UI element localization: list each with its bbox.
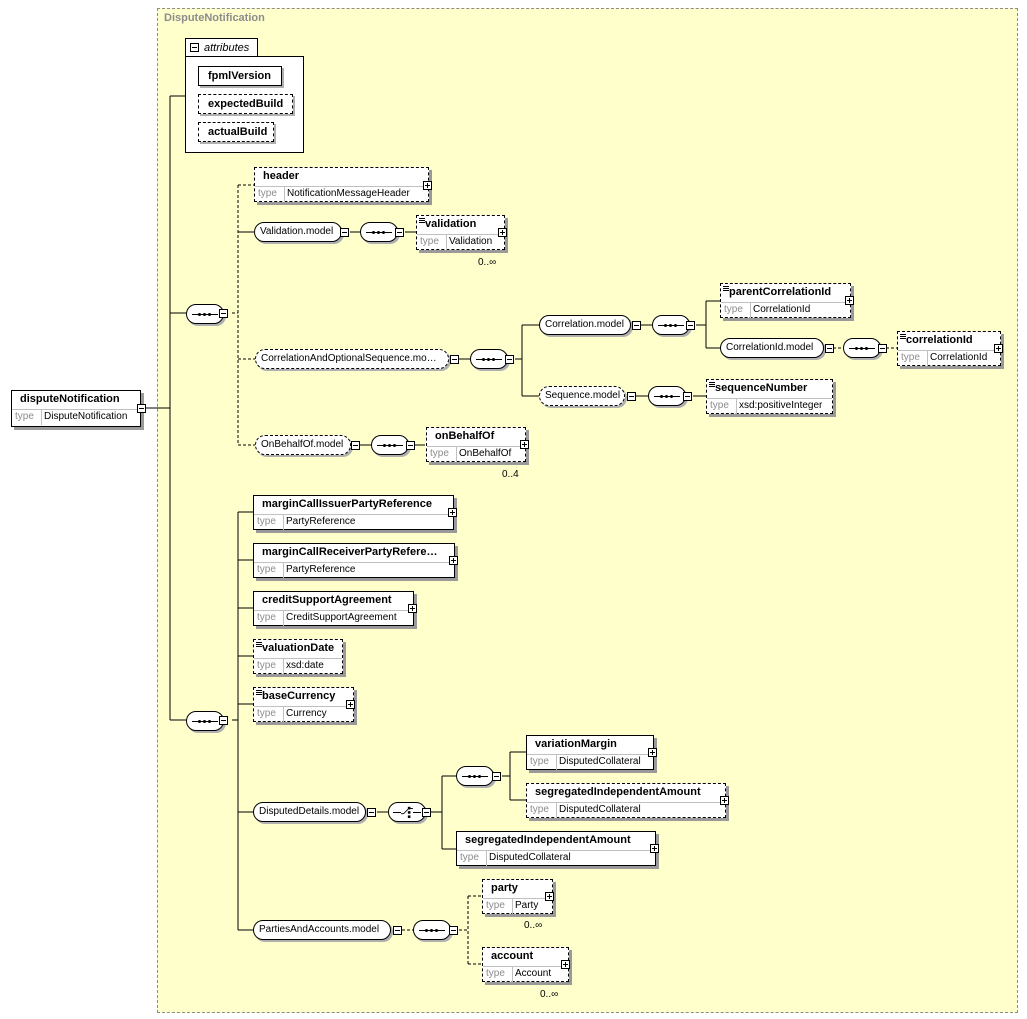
sequence-compositor[interactable] [360, 222, 398, 242]
type-label: type [15, 411, 34, 422]
expand-icon[interactable] [449, 556, 458, 565]
collapse-icon[interactable] [627, 392, 636, 401]
group-partiesandaccounts-model[interactable]: PartiesAndAccounts.model [253, 920, 391, 940]
expand-icon[interactable] [448, 508, 457, 517]
sequence-compositor[interactable] [371, 435, 409, 455]
collapse-icon[interactable] [351, 441, 360, 450]
collapse-icon[interactable] [340, 228, 349, 237]
collapse-icon[interactable] [219, 716, 228, 725]
collapse-icon[interactable] [683, 392, 692, 401]
collapse-icon[interactable] [406, 441, 415, 450]
cardinality: 0..∞ [540, 989, 559, 1000]
collapse-icon[interactable] [632, 321, 641, 330]
element-type: DisputeNotification [44, 411, 128, 422]
collapse-icon[interactable] [422, 808, 431, 817]
collapse-icon[interactable] [190, 43, 199, 52]
collapse-icon[interactable] [686, 321, 695, 330]
attribute-expectedbuild[interactable]: expectedBuild [198, 94, 293, 114]
group-correlation-model[interactable]: Correlation.model [539, 315, 631, 335]
expand-icon[interactable] [545, 892, 554, 901]
complex-type-title: DisputeNotification [164, 12, 265, 24]
expand-icon[interactable] [423, 181, 432, 190]
collapse-icon[interactable] [505, 355, 514, 364]
sequence-compositor[interactable] [652, 315, 690, 335]
collapse-icon[interactable] [137, 404, 146, 413]
collapse-icon[interactable] [450, 355, 459, 364]
expand-icon[interactable] [346, 700, 355, 709]
cardinality: 0..∞ [524, 920, 543, 931]
expand-icon[interactable] [994, 344, 1003, 353]
group-disputeddetails-model[interactable]: DisputedDetails.model [253, 802, 366, 822]
sequence-compositor[interactable] [456, 766, 494, 786]
collapse-icon[interactable] [395, 228, 404, 237]
expand-icon[interactable] [650, 844, 659, 853]
sequence-compositor[interactable] [843, 338, 881, 358]
collapse-icon[interactable] [492, 772, 501, 781]
element-name: disputeNotification [20, 393, 120, 405]
group-correlation-and-optional-sequence[interactable]: CorrelationAndOptionalSequence.mo… [255, 349, 449, 369]
group-sequence-model[interactable]: Sequence.model [539, 386, 625, 406]
expand-icon[interactable] [648, 748, 657, 757]
collapse-icon[interactable] [449, 926, 458, 935]
collapse-icon[interactable] [219, 309, 228, 318]
attribute-actualbuild[interactable]: actualBuild [198, 122, 274, 142]
choice-icon [401, 806, 413, 818]
collapse-icon[interactable] [878, 344, 887, 353]
collapse-icon[interactable] [393, 926, 402, 935]
sequence-compositor[interactable] [648, 386, 686, 406]
expand-icon[interactable] [520, 440, 529, 449]
group-validation-model[interactable]: Validation.model [254, 222, 342, 242]
sequence-compositor[interactable] [413, 920, 451, 940]
cardinality: 0..4 [502, 469, 519, 480]
collapse-icon[interactable] [367, 808, 376, 817]
attributes-tab[interactable]: attributes [185, 38, 258, 57]
expand-icon[interactable] [720, 796, 729, 805]
root-element[interactable]: disputeNotification type DisputeNotificat… [11, 390, 141, 427]
attribute-fpmlversion[interactable]: fpmlVersion [198, 66, 282, 86]
choice-compositor[interactable] [388, 802, 426, 822]
group-correlationid-model[interactable]: CorrelationId.model [720, 338, 824, 358]
cardinality: 0..∞ [478, 257, 497, 268]
collapse-icon[interactable] [825, 344, 834, 353]
expand-icon[interactable] [561, 960, 570, 969]
group-onbehalfof-model[interactable]: OnBehalfOf.model [255, 435, 351, 455]
expand-icon[interactable] [408, 604, 417, 613]
expand-icon[interactable] [845, 296, 854, 305]
attributes-label: attributes [204, 42, 250, 54]
expand-icon[interactable] [498, 228, 507, 237]
sequence-compositor[interactable] [470, 349, 508, 369]
